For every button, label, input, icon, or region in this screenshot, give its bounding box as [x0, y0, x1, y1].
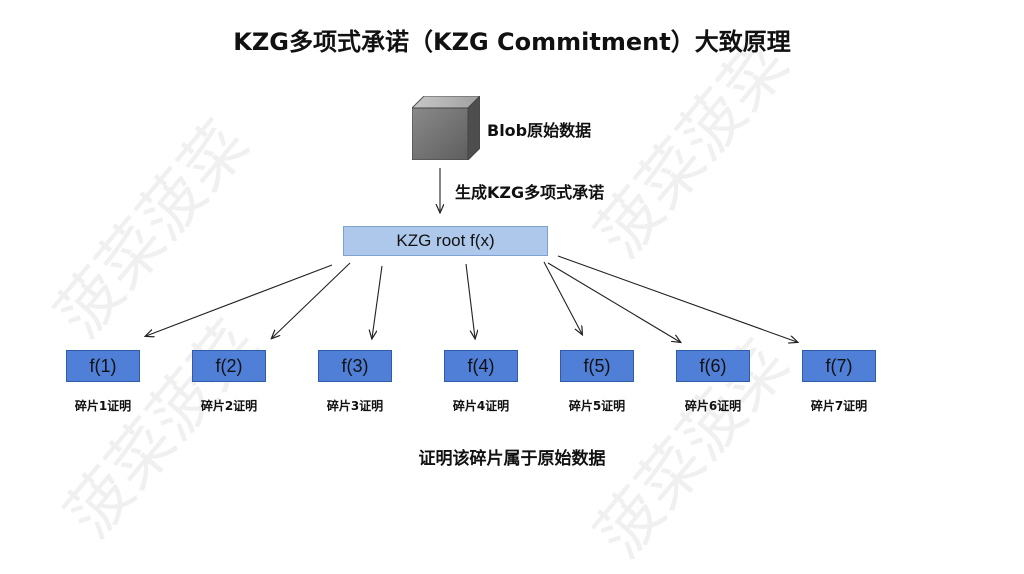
- leaf-proof-label-7: 碎片7证明: [810, 399, 868, 413]
- kzg-root-node: KZG root f(x): [343, 226, 548, 256]
- leaf-node-2: f(2): [192, 350, 266, 382]
- leaf-node-6: f(6): [676, 350, 750, 382]
- leaf-node-7: f(7): [802, 350, 876, 382]
- leaf-node-1: f(1): [66, 350, 140, 382]
- leaf-proof-label-2: 碎片2证明: [200, 399, 258, 413]
- diagram-title: KZG多项式承诺（KZG Commitment）大致原理: [233, 28, 791, 56]
- leaf-node-5: f(5): [560, 350, 634, 382]
- arrow-root-to-leaf-6: [547, 262, 680, 342]
- arrow-root-to-leaf-5: [543, 261, 582, 334]
- footer-caption: 证明该碎片属于原始数据: [418, 449, 606, 469]
- arrow-root-to-leaf-1: [146, 264, 333, 336]
- leaf-node-3: f(3): [318, 350, 392, 382]
- leaf-proof-label-4: 碎片4证明: [452, 399, 510, 413]
- arrow-root-to-leaf-3: [372, 265, 383, 338]
- leaf-proof-label-3: 碎片3证明: [326, 399, 384, 413]
- arrow-root-to-leaf-2: [272, 262, 351, 338]
- leaf-node-4: f(4): [444, 350, 518, 382]
- leaf-proof-label-5: 碎片5证明: [568, 399, 626, 413]
- arrow-root-to-leaf-7: [557, 255, 797, 342]
- blob-label: Blob原始数据: [487, 121, 592, 140]
- leaf-proof-label-1: 碎片1证明: [74, 399, 132, 413]
- arrow-root-to-leaf-4: [465, 263, 475, 338]
- connector-arrows: [0, 168, 1024, 542]
- leaf-proof-label-6: 碎片6证明: [684, 399, 742, 413]
- generate-commitment-label: 生成KZG多项式承诺: [455, 183, 605, 202]
